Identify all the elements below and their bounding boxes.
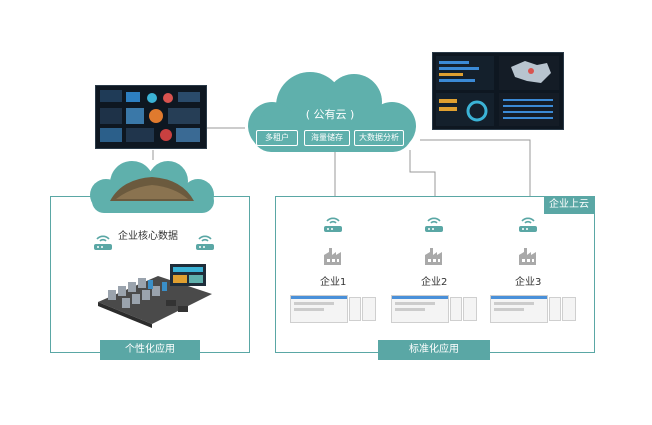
factory-icon [519, 248, 536, 265]
app-screenshot-3 [490, 295, 548, 323]
app-phone-1b [362, 297, 376, 321]
enterprise-cloud-tag: 企业上云 [544, 196, 594, 214]
router-icon [196, 235, 214, 250]
app-phone-1 [349, 297, 361, 321]
private-cloud-shape [90, 161, 214, 213]
app-phone-2 [450, 297, 462, 321]
server-room-illustration [98, 264, 212, 328]
app-phone-3 [549, 297, 561, 321]
app-phone-3b [562, 297, 576, 321]
factory-icon [425, 248, 442, 265]
app-phone-2b [463, 297, 477, 321]
router-icon [94, 235, 112, 250]
public-cloud-title: ( 公有云 ) [305, 108, 355, 121]
public-cloud-shape [248, 72, 416, 152]
dashboard-screen-left [95, 85, 207, 149]
app-screenshot-1 [290, 295, 348, 323]
dashboard-screen-right [432, 52, 564, 130]
app-screenshot-2 [391, 295, 449, 323]
standardized-app-tag: 标准化应用 [378, 340, 490, 360]
router-icon [324, 217, 342, 232]
cloud-tag-mass-storage: 海量储存 [304, 130, 350, 146]
core-data-label: 企业核心数据 [118, 231, 178, 242]
enterprise-1-label: 企业1 [320, 277, 347, 288]
router-icon [425, 217, 443, 232]
personalized-app-tag: 个性化应用 [100, 340, 200, 360]
cloud-tag-multi-tenant: 多租户 [256, 130, 298, 146]
cloud-tag-big-data: 大数据分析 [354, 130, 404, 146]
enterprise-2-label: 企业2 [421, 277, 448, 288]
enterprise-3-label: 企业3 [515, 277, 542, 288]
factory-icon [324, 248, 341, 265]
router-icon [519, 217, 537, 232]
